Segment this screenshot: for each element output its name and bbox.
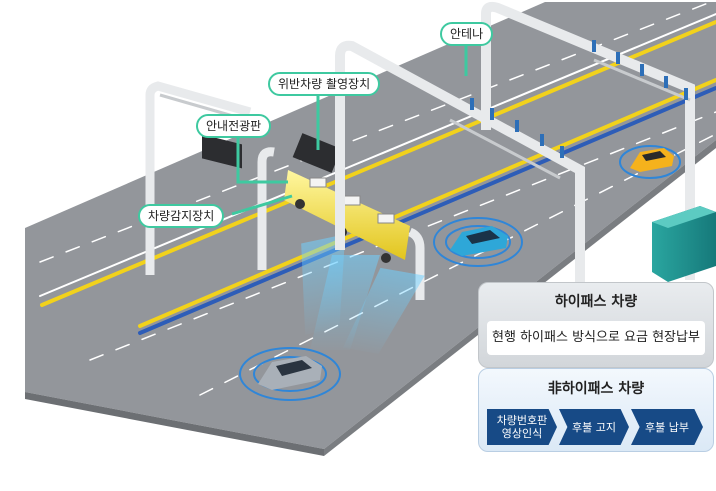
- sensor-device-1: [295, 199, 305, 209]
- callout-connectors: [231, 40, 468, 216]
- rear-sign-board: [202, 134, 242, 169]
- car-gray: [239, 347, 341, 401]
- step-label: 후불 납부: [645, 420, 689, 434]
- camera-3: [377, 213, 395, 224]
- non-hipass-title: 非하이패스 차량: [547, 381, 645, 397]
- antenna-callout: 안테나: [440, 22, 494, 46]
- camera-2: [343, 195, 361, 206]
- non-hipass-panel: 非하이패스 차량 차량번호판 영상인식 후불 고지 후불 납부: [478, 368, 714, 452]
- step-label: 후불 고지: [572, 420, 616, 434]
- step-label: 차량번호판 영상인식: [496, 414, 548, 440]
- blue-line: [138, 86, 716, 335]
- roadside-cabinet: [652, 206, 716, 282]
- car-blue: [433, 217, 523, 267]
- step-post-notice: 후불 고지: [559, 409, 629, 445]
- violation-sign: [292, 133, 342, 173]
- yellow-center-line: [138, 78, 716, 328]
- car-yellow: [619, 145, 681, 179]
- step-plate-recognition: 차량번호판 영상인식: [487, 409, 557, 445]
- step-post-payment: 후불 납부: [631, 409, 703, 445]
- antenna-gantry: [335, 40, 585, 380]
- camera-1: [309, 177, 327, 188]
- antenna-array: [470, 40, 688, 158]
- yellow-beam: [284, 170, 410, 260]
- hipass-title: 하이패스 차량: [554, 294, 638, 310]
- hipass-description: 현행 하이패스 방식으로 요금 현장납부: [487, 321, 705, 355]
- sensor-device-3: [381, 253, 391, 263]
- camera-callout: 위반차량 촬영장치: [268, 72, 381, 96]
- sensor-callout: 차량감지장치: [138, 204, 225, 228]
- hipass-panel: 하이패스 차량 현행 하이패스 방식으로 요금 현장납부: [478, 282, 714, 368]
- sign-callout: 안내전광판: [196, 114, 272, 138]
- far-gantry: [481, 1, 695, 280]
